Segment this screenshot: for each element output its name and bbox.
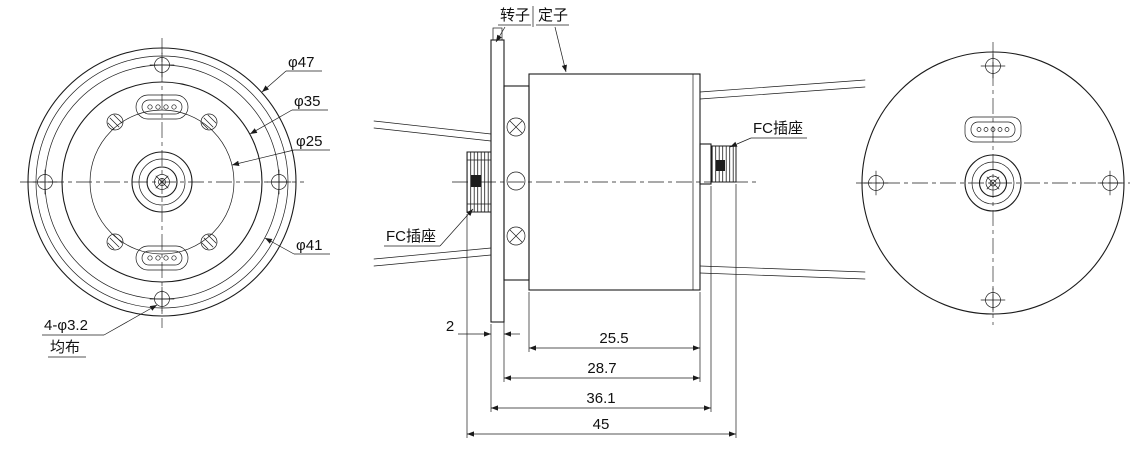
front-view: φ47 φ35 φ25 φ41 4-φ3.2 均布 [20,38,330,358]
dim25-5-text: 25.5 [599,330,628,347]
fc-label-left: FC插座 [384,208,474,247]
dimensions: 2 25.5 28.7 36.1 45 [446,184,737,438]
dim-flange-thickness: 2 [446,318,520,337]
rotor-stator-callout: 转子 定子 [495,6,569,73]
plate-screw-bottom [506,226,526,246]
rear-connector [964,116,1022,143]
bolt-hole-bottom [149,286,175,312]
dia47-text: φ47 [288,54,314,71]
label-dia35: φ35 [249,93,328,135]
front-connector-top [135,94,189,120]
bolt-hole-right [266,169,292,195]
rotor-label: 转子 [500,7,530,24]
dim45-text: 45 [593,416,610,433]
rear-bolt-hole-left [863,170,889,196]
mount-plate [503,85,530,281]
front-screw-1 [106,113,124,131]
rear-hub [964,154,1022,212]
front-screw-2 [200,113,218,131]
bolt-note-text: 4-φ3.2 [44,317,88,334]
front-screw-4 [200,233,218,251]
dim36-1-text: 36.1 [586,390,615,407]
label-bolt-note: 4-φ3.2 均布 [42,304,158,358]
dim-overall: 45 [467,416,736,437]
bolt-note2-text: 均布 [50,339,80,356]
stator-label: 定子 [538,7,568,24]
dia41-text: φ41 [296,237,322,254]
dim2-text: 2 [446,318,454,335]
plate-screw-top [506,117,526,137]
dim-body-length: 25.5 [529,330,700,351]
plate-hole-middle [506,171,526,191]
outer-circle-d47 [27,47,297,317]
wires-left [373,120,492,267]
rear-bolt-hole-right [1097,170,1123,196]
front-hub [131,151,193,213]
rear-view [856,42,1130,325]
front-screw-3 [106,233,124,251]
side-view: 转子 定子 FC插座 FC插座 [373,6,866,438]
circle-d25 [89,109,235,255]
fc-right-text: FC插座 [753,120,803,137]
fc-left-text: FC插座 [386,228,436,245]
wires-right [699,79,866,280]
fc-label-right: FC插座 [729,120,807,148]
label-dia41: φ41 [264,237,330,255]
dim-with-flange: 36.1 [491,390,711,411]
label-dia25: φ25 [231,133,330,166]
fc-connector-left [466,151,492,213]
rear-bolt-hole-top [980,53,1006,79]
label-dia47: φ47 [261,54,322,93]
dia25-text: φ25 [296,133,322,150]
bolt-hole-top [149,52,175,78]
dia35-text: φ35 [294,93,320,110]
front-connector-bottom [135,245,189,271]
dim28-7-text: 28.7 [587,360,616,377]
fc-connector-right [699,143,737,185]
flange [490,27,505,323]
bolt-hole-left [32,169,58,195]
rear-bolt-hole-bottom [980,287,1006,313]
rear-outer-circle [861,51,1125,315]
dim-body-with-plate: 28.7 [504,360,700,381]
circle-d35 [61,81,263,283]
